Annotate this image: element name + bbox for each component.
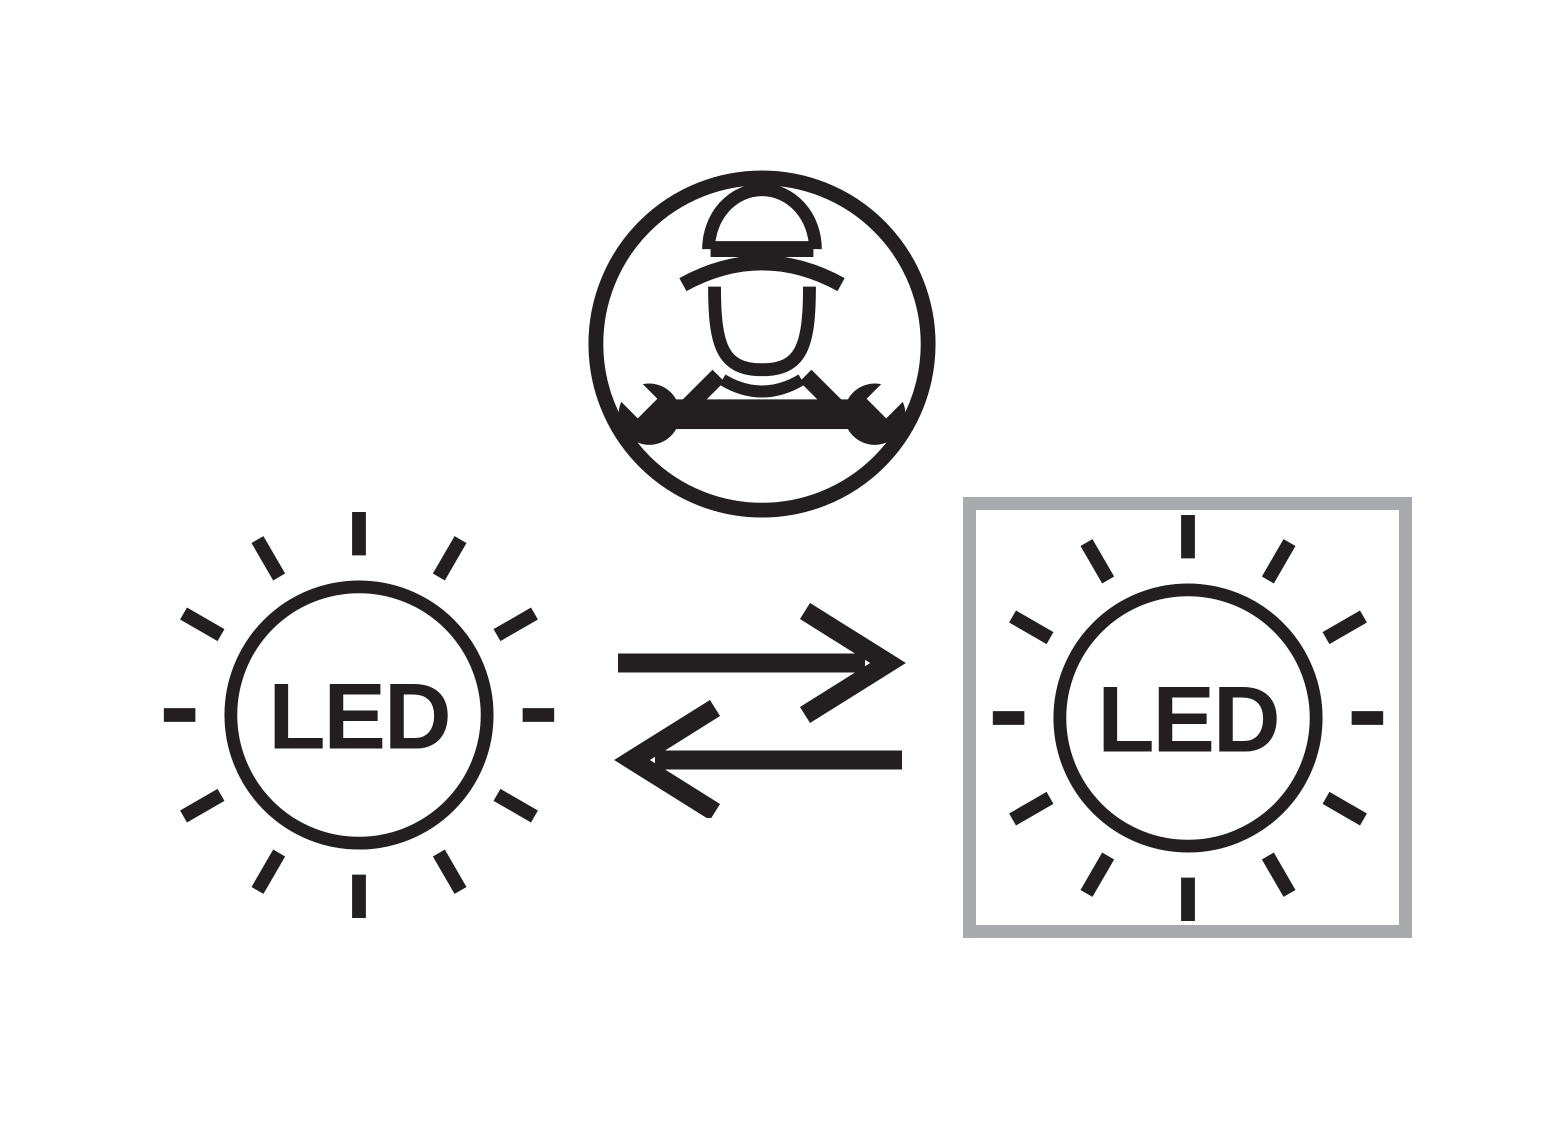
exchange-arrows-icon [610,603,910,818]
led-lamp-old-icon: LED [152,508,566,922]
replacement-led-box: LED [963,497,1412,938]
technician-icon [584,166,940,522]
led-lamp-new-icon: LED [981,511,1395,925]
led-label-old: LED [268,664,449,769]
led-label-new: LED [1097,666,1278,771]
wrench-icon [615,376,909,445]
